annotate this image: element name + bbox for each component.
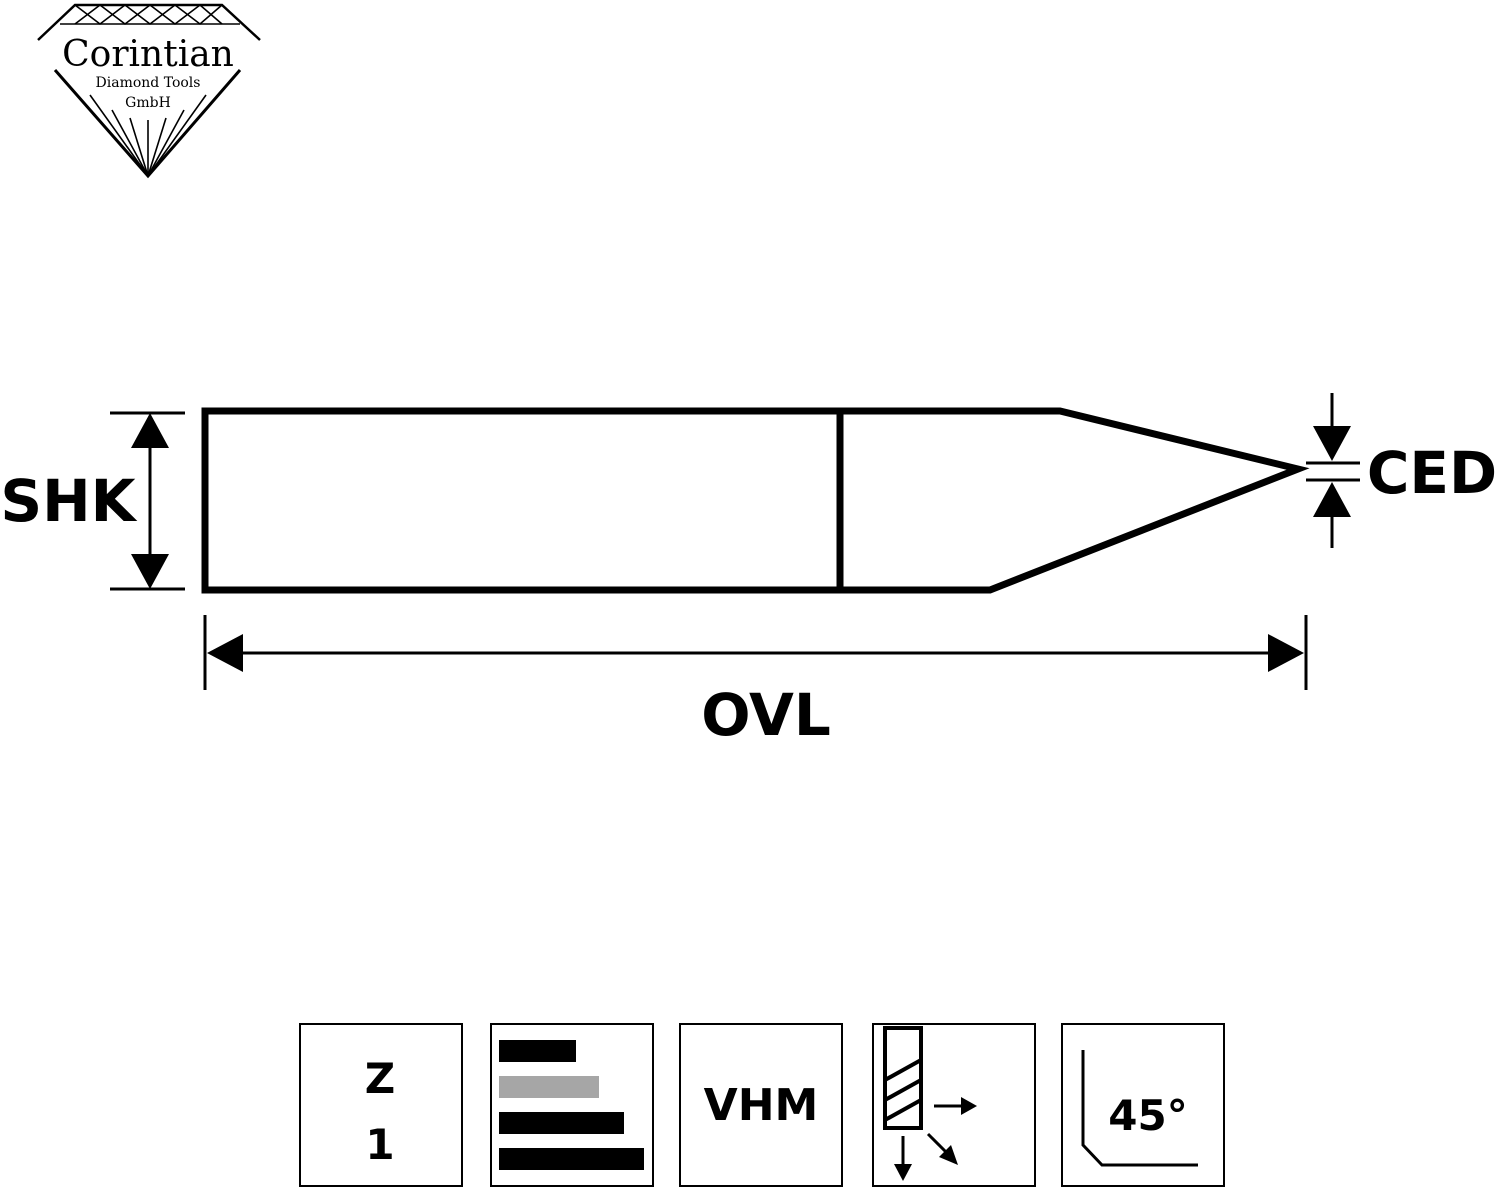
overall-length-dimension: OVL	[203, 615, 1308, 749]
material-bars-icon	[490, 1023, 654, 1187]
flute-count-icon: Z 1	[299, 1023, 463, 1187]
spec-icon-row: Z 1 VHM	[299, 1023, 1225, 1187]
logo-diamond-crown	[37, 3, 261, 41]
shank-label: SHK	[0, 467, 137, 535]
material-bar-1	[499, 1040, 576, 1062]
material-bar-2	[499, 1076, 599, 1098]
tool-body-outline	[201, 407, 1310, 594]
logo-line-3: GmbH	[125, 95, 171, 111]
feed-arrow-down-icon	[894, 1136, 912, 1181]
feed-arrow-right-icon	[934, 1097, 977, 1115]
material-bars	[499, 1040, 644, 1170]
material-type-icon: VHM	[679, 1023, 843, 1187]
chamfer-corner-shape	[1081, 1050, 1198, 1167]
end-mill-flutes	[884, 1058, 922, 1122]
chamfer-angle-icon: 45°	[1061, 1023, 1225, 1187]
material-bar-4	[499, 1148, 644, 1170]
ovl-arrow-right-icon	[1268, 634, 1304, 672]
logo-line-2: Diamond Tools	[96, 75, 201, 91]
feed-arrow-diagonal-icon	[926, 1132, 958, 1165]
shank-arrow-down-icon	[131, 554, 169, 589]
flute-count: 1	[365, 1120, 394, 1169]
material-bar-3	[499, 1112, 624, 1134]
cutting-edge-dimension: CED	[1306, 393, 1497, 548]
ovl-arrow-left-icon	[207, 634, 243, 672]
logo-name: Corintian	[62, 34, 234, 75]
tool-outline	[201, 407, 1310, 594]
shank-arrow-up-icon	[131, 413, 169, 448]
company-logo: Corintian Diamond Tools GmbH	[37, 3, 261, 179]
logo-diamond-facets	[60, 3, 240, 26]
material-type-label: VHM	[704, 1080, 819, 1131]
overall-length-label: OVL	[701, 681, 831, 749]
cutting-edge-label: CED	[1367, 439, 1497, 507]
flute-letter: Z	[365, 1054, 395, 1103]
ced-arrow-up-icon	[1313, 482, 1351, 517]
logo-diamond-rays	[89, 94, 207, 177]
ced-arrow-down-icon	[1313, 426, 1351, 461]
chamfer-angle-label: 45°	[1108, 1091, 1187, 1140]
end-mill-feed-directions-icon	[872, 1023, 1036, 1187]
shank-dimension: SHK	[0, 411, 185, 591]
